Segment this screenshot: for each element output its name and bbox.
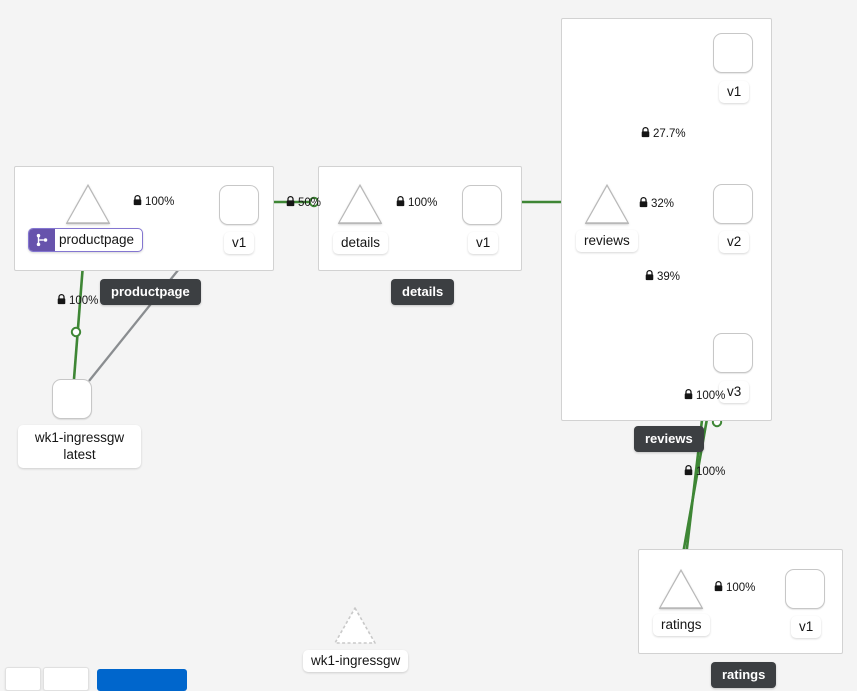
node-label-text-line1: wk1-ingressgw	[34, 430, 125, 445]
workload-box-icon	[713, 184, 753, 224]
node-label-text: ratings	[661, 617, 702, 632]
edge-label-ingress-productpage: 100%	[57, 294, 98, 308]
edge-label-reviews-svc-v3: 39%	[645, 270, 680, 284]
mtls-lock-icon	[396, 196, 405, 210]
node-label-productpage-service[interactable]: productpage	[28, 228, 144, 252]
node-label-details-v1[interactable]: v1	[468, 232, 499, 254]
toolbar-primary-button[interactable]	[97, 669, 187, 691]
edge-label-reviews-svc-v1: 27.7%	[641, 127, 686, 141]
node-ratings-service[interactable]	[658, 568, 704, 610]
service-triangle-dashed-icon	[334, 607, 376, 644]
edge-label-productpage-v1-details: 50%	[286, 196, 321, 210]
edge-label-reviews-v3-ratings-upper: 100%	[684, 389, 725, 403]
workload-box-icon	[462, 185, 502, 225]
node-label-ratings-service[interactable]: ratings	[653, 614, 710, 636]
node-productpage-service[interactable]	[65, 183, 111, 225]
edge-label-ratings-svc-v1: 100%	[714, 581, 755, 595]
workload-box-icon	[713, 333, 753, 373]
node-ratings-v1[interactable]	[785, 569, 825, 609]
node-label-text: v1	[727, 84, 742, 99]
app-pill-productpage: productpage	[100, 279, 201, 305]
node-reviews-service[interactable]	[584, 183, 630, 225]
toolbar-legend-control[interactable]	[43, 667, 89, 691]
node-label-text: reviews	[584, 233, 630, 248]
node-label-text: v1	[476, 235, 491, 250]
node-details-service[interactable]	[337, 183, 383, 225]
node-productpage-v1[interactable]	[219, 185, 259, 225]
node-label-ingressgw-workload[interactable]: wk1-ingressgw latest	[18, 425, 141, 468]
edge-label-reviews-v2-ratings: 100%	[684, 465, 725, 479]
toolbar-zoom-control[interactable]	[5, 667, 41, 691]
mtls-lock-icon	[639, 197, 648, 211]
mtls-lock-icon	[684, 465, 693, 479]
mtls-lock-icon	[133, 195, 142, 209]
node-label-productpage-v1[interactable]: v1	[224, 232, 255, 254]
node-label-text-line2: latest	[63, 447, 96, 462]
node-label-reviews-service[interactable]: reviews	[576, 230, 638, 252]
node-label-ratings-v1[interactable]: v1	[791, 616, 822, 638]
node-ingressgw-service[interactable]	[332, 605, 378, 652]
mtls-lock-icon	[684, 389, 693, 403]
node-label-reviews-v3[interactable]: v3	[719, 381, 750, 403]
mtls-lock-icon	[714, 581, 723, 595]
node-label-details-service[interactable]: details	[333, 232, 389, 254]
node-label-text: v3	[727, 384, 742, 399]
node-reviews-v1[interactable]	[713, 33, 753, 73]
node-label-text: v1	[799, 619, 814, 634]
node-reviews-v2[interactable]	[713, 184, 753, 224]
node-label-ingressgw-service[interactable]: wk1-ingressgw	[303, 650, 409, 672]
node-reviews-v3[interactable]	[713, 333, 753, 373]
workload-box-icon	[713, 33, 753, 73]
edge-label-productpage-svc-v1: 100%	[133, 195, 174, 209]
node-label-text: productpage	[59, 232, 135, 247]
node-ingressgw-workload[interactable]	[52, 379, 92, 419]
node-label-text: wk1-ingressgw	[311, 653, 401, 668]
edge-label-details-svc-v1: 100%	[396, 196, 437, 210]
workload-box-icon	[219, 185, 259, 225]
node-label-reviews-v2[interactable]: v2	[719, 231, 750, 253]
edge-label-reviews-svc-v2: 32%	[639, 197, 674, 211]
mtls-lock-icon	[286, 196, 295, 210]
node-label-reviews-v1[interactable]: v1	[719, 81, 750, 103]
node-label-text: v2	[727, 234, 742, 249]
mtls-lock-icon	[641, 127, 650, 141]
node-label-text: details	[341, 235, 381, 250]
node-label-text: v1	[232, 235, 247, 250]
edge-marker	[70, 326, 82, 338]
mtls-lock-icon	[645, 270, 654, 284]
node-details-v1[interactable]	[462, 185, 502, 225]
app-pill-details: details	[391, 279, 455, 305]
app-pill-reviews: reviews	[634, 426, 704, 452]
workload-box-icon	[785, 569, 825, 609]
app-pill-ratings: ratings	[711, 662, 777, 688]
workload-box-icon	[52, 379, 92, 419]
mtls-lock-icon	[57, 294, 66, 308]
virtual-service-badge-icon	[29, 229, 55, 251]
